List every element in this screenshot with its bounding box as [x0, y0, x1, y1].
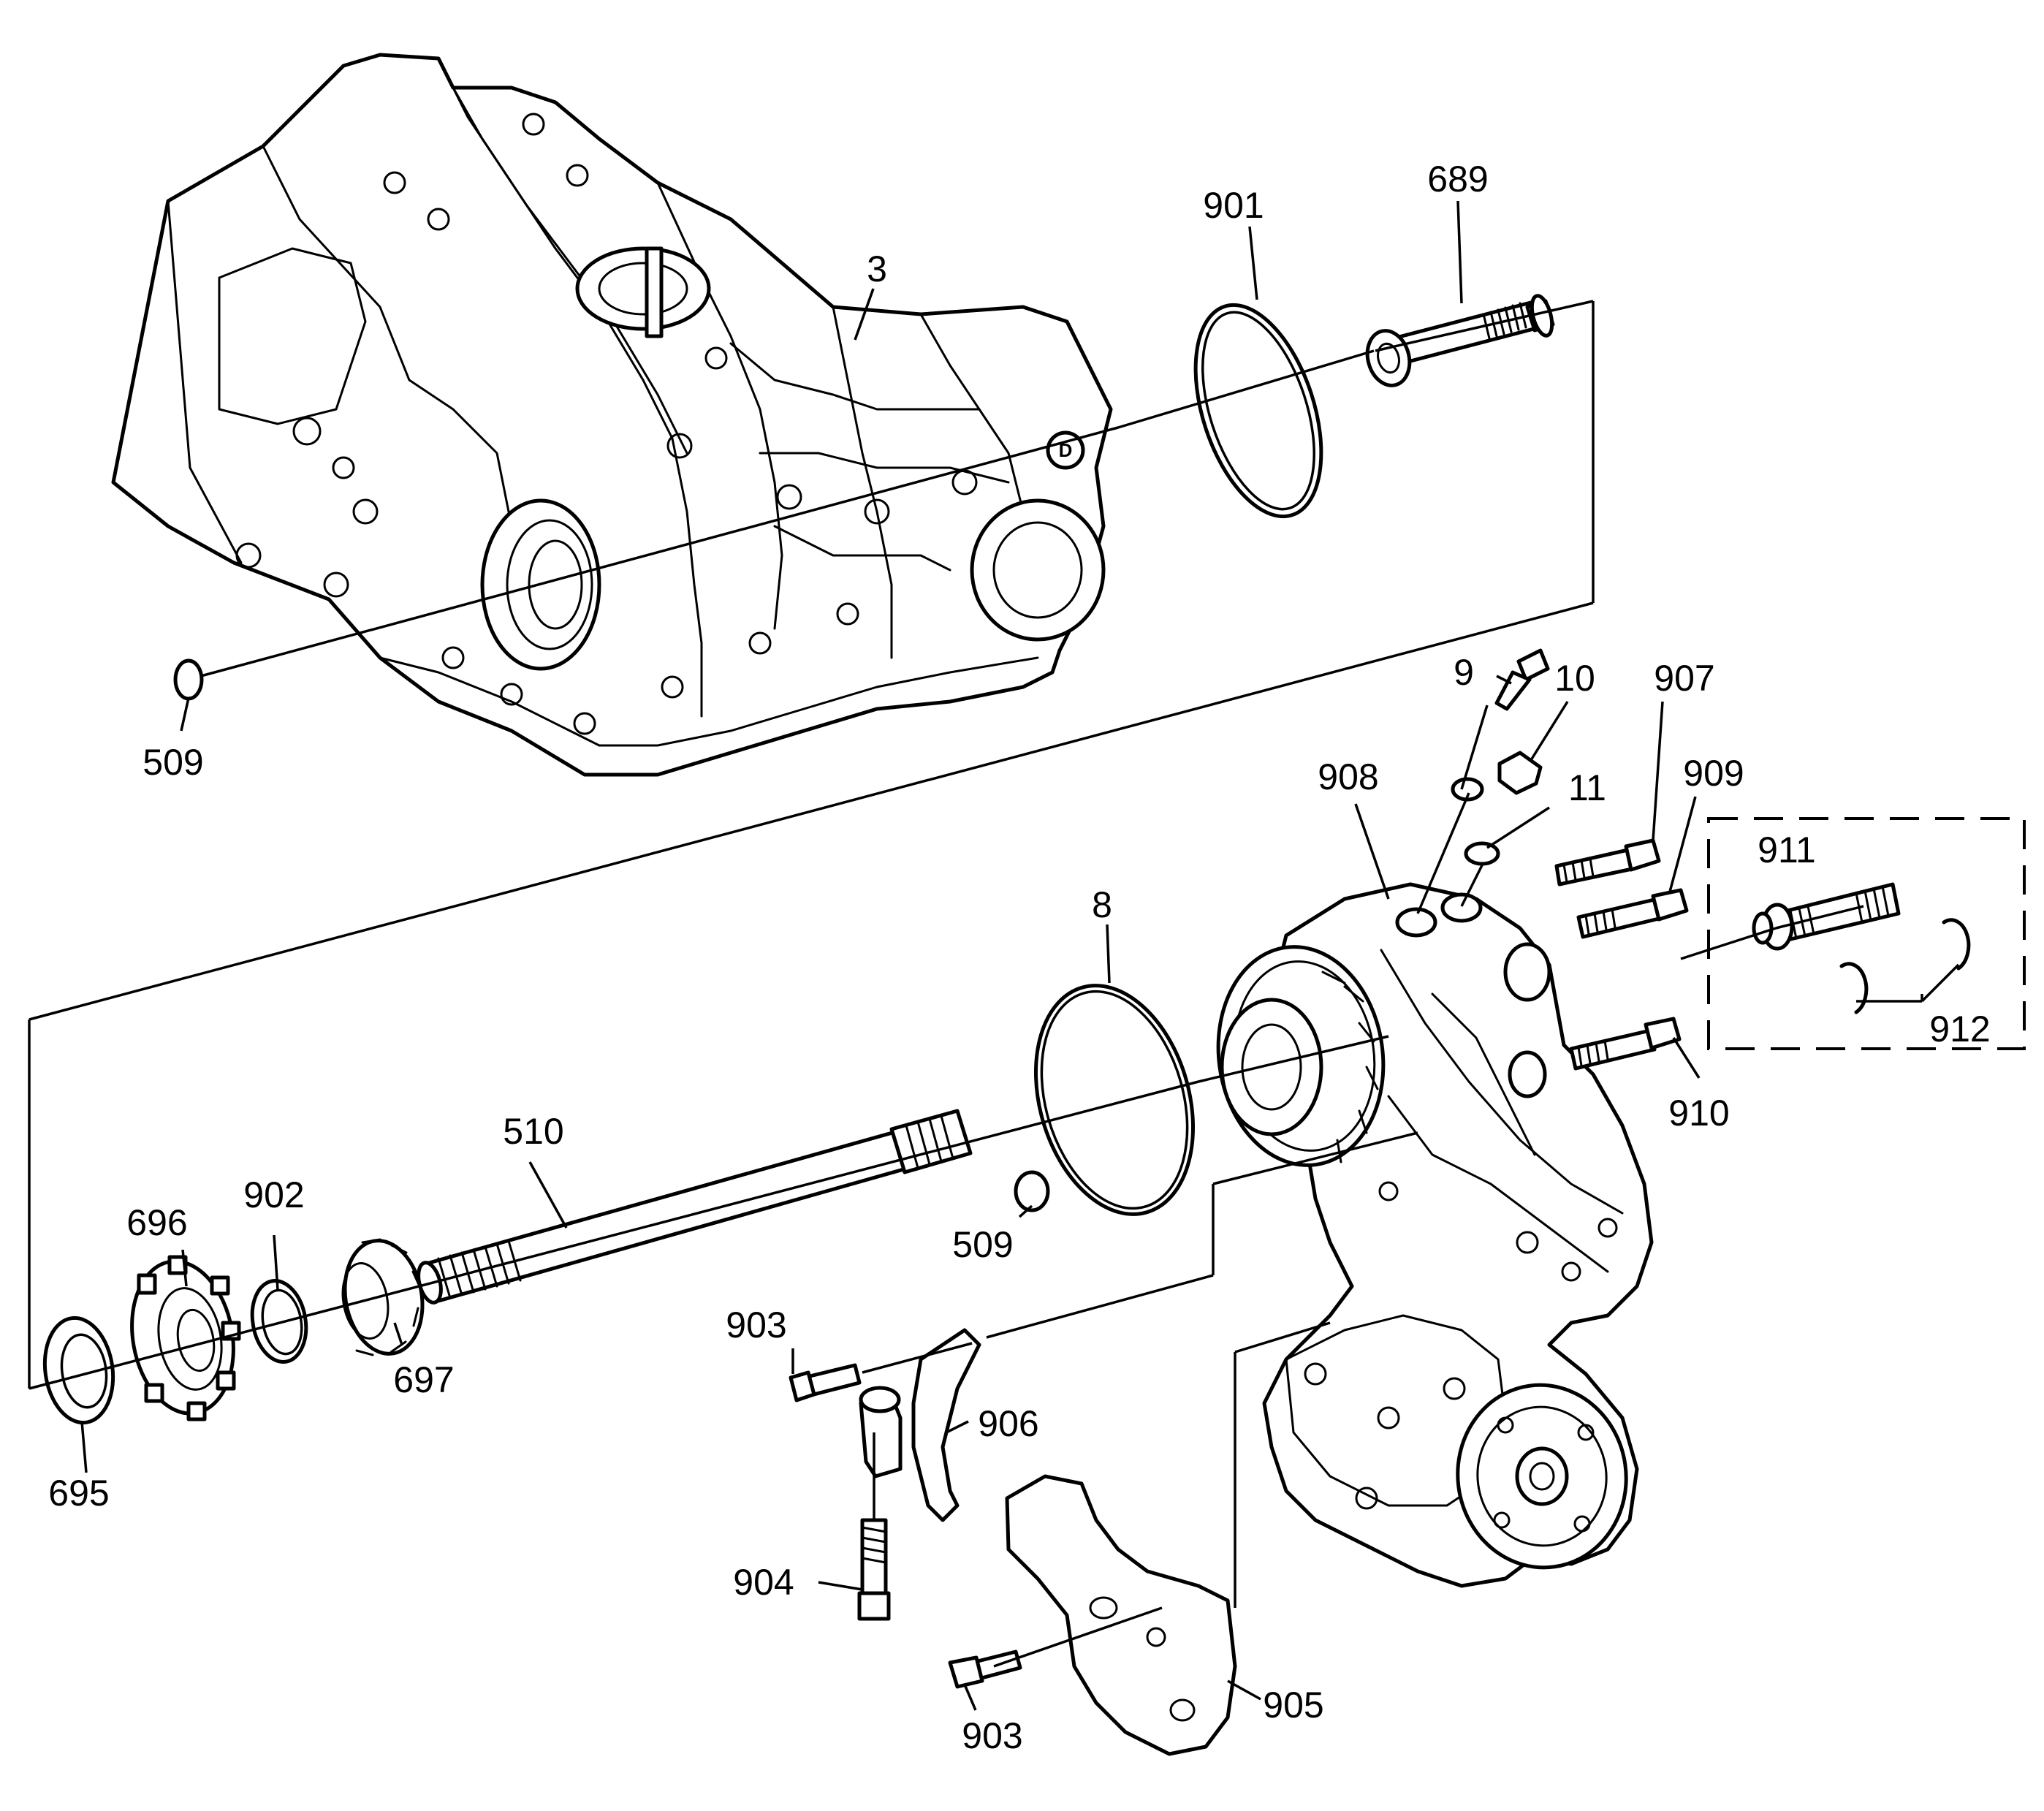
- bolt-909: [1576, 888, 1689, 939]
- bolt-903-lower: [948, 1649, 1022, 1689]
- callout-905: 905: [1263, 1685, 1323, 1725]
- callout-11: 11: [1568, 767, 1606, 808]
- callout-901: 901: [1203, 185, 1264, 226]
- callout-909: 909: [1683, 753, 1744, 794]
- snap-ring-912-left: [1839, 962, 1869, 1014]
- callout-695: 695: [48, 1473, 109, 1514]
- callout-3: 3: [867, 248, 887, 289]
- intermediate-shaft-689: [1365, 294, 1555, 387]
- snap-ring-509-upper: [173, 658, 204, 701]
- o-ring-8: [1033, 984, 1196, 1216]
- axle-shaft-510: [417, 1109, 973, 1305]
- callout-labels: 3 901 689 509 9 10 907 11 908 909 911 8 …: [48, 159, 1990, 1756]
- callout-8: 8: [1092, 884, 1112, 925]
- callout-509-upper: 509: [143, 742, 203, 783]
- transaxle-housing: D: [111, 53, 1113, 777]
- snap-ring-509-lower: [1014, 1170, 1050, 1212]
- callout-910: 910: [1668, 1093, 1729, 1134]
- assembly-lines: [28, 300, 1864, 1668]
- bolt-910: [1569, 1017, 1682, 1071]
- callout-902: 902: [243, 1174, 304, 1215]
- callout-904: 904: [733, 1562, 794, 1603]
- washer-11: [1464, 841, 1500, 866]
- snap-ring-902: [250, 1278, 308, 1364]
- callout-912: 912: [1929, 1009, 1990, 1049]
- callout-510: 510: [503, 1111, 563, 1152]
- bolt-903-upper: [789, 1363, 862, 1402]
- callout-689: 689: [1427, 159, 1488, 200]
- mount-bracket-905: [1005, 1474, 1237, 1756]
- callout-908: 908: [1318, 756, 1378, 797]
- snap-ring-912-right: [1942, 918, 1971, 971]
- thrust-washer-695: [42, 1315, 115, 1425]
- callout-696: 696: [126, 1202, 187, 1243]
- callout-906: 906: [978, 1403, 1038, 1444]
- bolt-904: [857, 1518, 891, 1621]
- sprocket-696: [130, 1255, 241, 1421]
- callout-509-lower: 509: [952, 1224, 1013, 1265]
- callout-10: 10: [1554, 658, 1595, 699]
- gear-697: [341, 1238, 425, 1356]
- callout-9: 9: [1454, 652, 1474, 693]
- callout-911: 911: [1758, 829, 1816, 870]
- bolt-9: [1494, 648, 1550, 711]
- callout-697: 697: [393, 1359, 454, 1400]
- callout-907: 907: [1654, 658, 1714, 699]
- seal-ring-901: [1193, 303, 1323, 519]
- detail-box-911-912: [1707, 817, 2026, 1050]
- callout-903-lower: 903: [962, 1715, 1022, 1756]
- bracket-906: [859, 1328, 981, 1522]
- bolt-907: [1554, 838, 1661, 886]
- plug-10: [1497, 751, 1543, 795]
- leader-lines: [80, 200, 1960, 1711]
- housing-mark-d: D: [1059, 439, 1073, 461]
- callout-903-upper: 903: [726, 1305, 786, 1345]
- transfer-case-908: [1216, 882, 1654, 1588]
